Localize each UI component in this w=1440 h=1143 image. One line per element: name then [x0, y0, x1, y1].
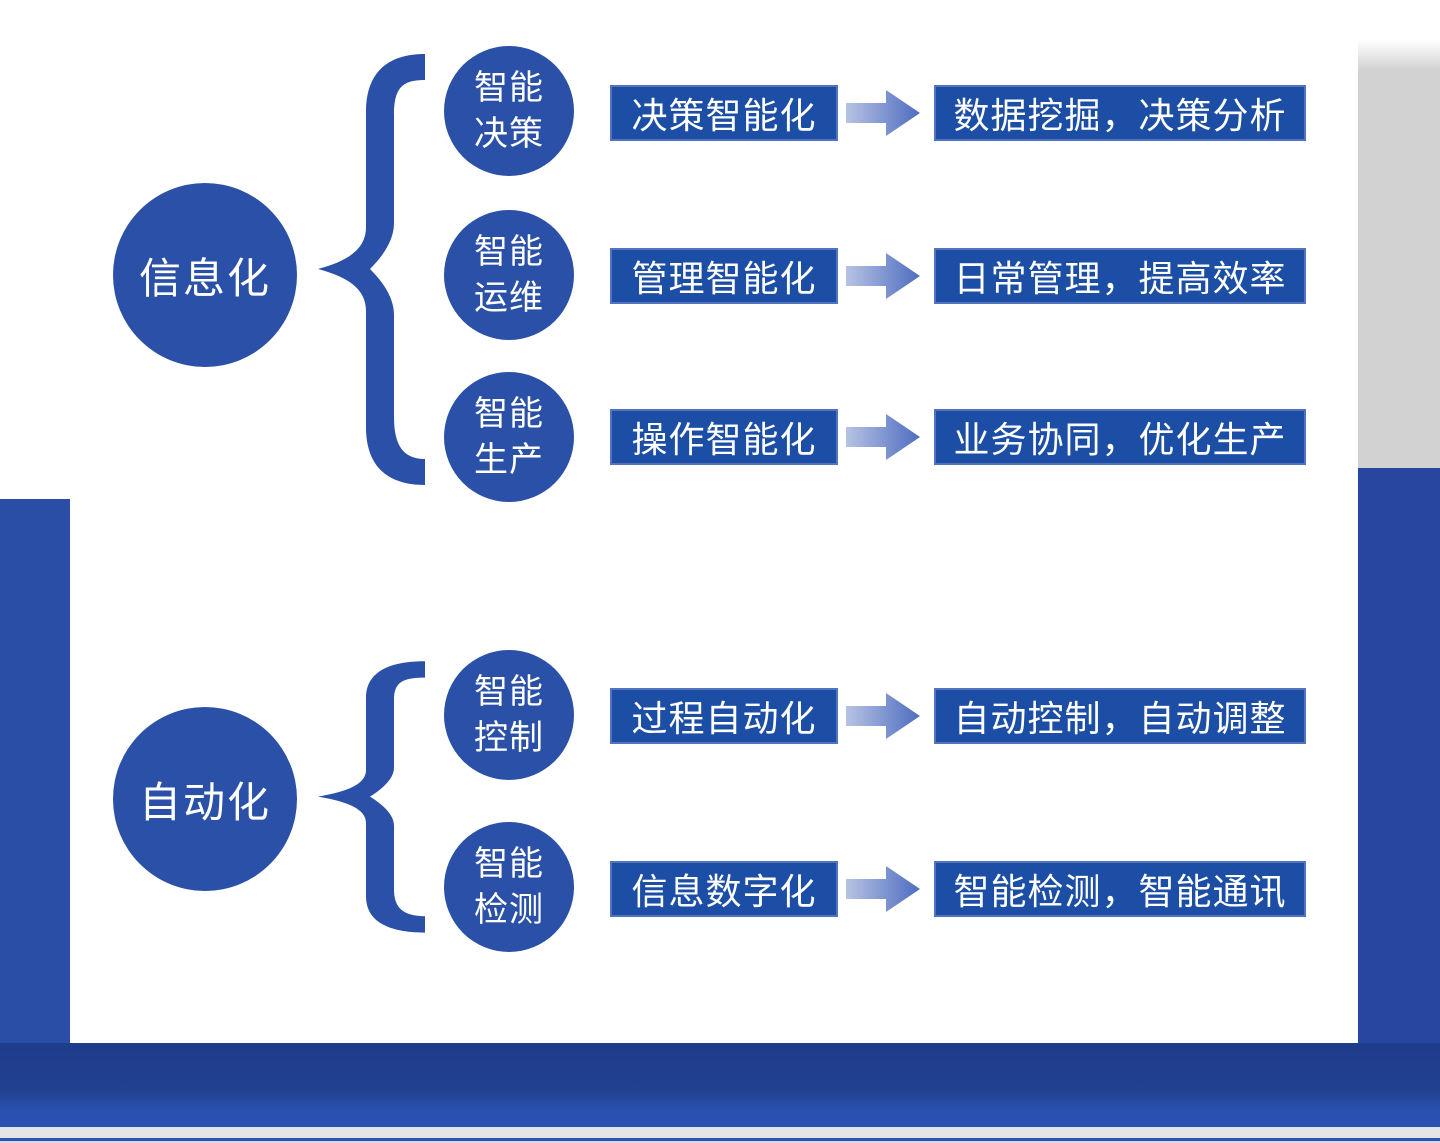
root-node-informatization: 信息化: [113, 183, 297, 367]
node-smart-detection: 智能 检测: [444, 822, 574, 952]
root-node-label: 自动化: [138, 778, 271, 826]
node-smart-control: 智能 控制: [444, 650, 574, 780]
node-smart-operations: 智能 运维: [444, 210, 574, 340]
bottom-blue-line: [0, 1138, 1440, 1141]
node-label-line: 智能: [474, 69, 544, 107]
node-label-line: 检测: [474, 891, 544, 929]
node-label-line: 控制: [474, 719, 544, 757]
label-box-operation: 操作智能化: [610, 409, 838, 465]
result-box-process: 自动控制，自动调整: [934, 688, 1306, 744]
label-box-decision: 决策智能化: [610, 85, 838, 141]
root-node-label: 信息化: [138, 254, 271, 302]
bottom-edge-strip: [0, 1141, 1440, 1143]
result-box-digitization: 智能检测，智能通讯: [934, 861, 1306, 917]
arrow-right-icon: [846, 253, 920, 299]
label-box-management: 管理智能化: [610, 248, 838, 304]
right-gray-strip: [1358, 40, 1440, 468]
left-blue-strip: [0, 499, 70, 1045]
node-label-line: 智能: [474, 233, 544, 271]
node-label-line: 运维: [474, 279, 544, 317]
bottom-gray-strip: [0, 1127, 1440, 1138]
result-box-operation: 业务协同，优化生产: [934, 409, 1306, 465]
label-box-process: 过程自动化: [610, 688, 838, 744]
label-box-digitization: 信息数字化: [610, 861, 838, 917]
node-label-line: 生产: [474, 441, 544, 479]
arrow-right-icon: [846, 693, 920, 739]
node-smart-decision: 智能 决策: [444, 46, 574, 176]
brace-icon: [318, 54, 425, 485]
arrow-right-icon: [846, 90, 920, 136]
root-node-automation: 自动化: [113, 707, 297, 891]
arrow-right-icon: [846, 414, 920, 460]
right-blue-strip: [1358, 468, 1440, 1043]
node-label-line: 智能: [474, 395, 544, 433]
node-label-line: 决策: [474, 115, 544, 153]
arrow-right-icon: [846, 866, 920, 912]
node-label-line: 智能: [474, 845, 544, 883]
result-box-management: 日常管理，提高效率: [934, 248, 1306, 304]
brace-icon: [318, 661, 425, 933]
result-box-decision: 数据挖掘，决策分析: [934, 85, 1306, 141]
bottom-blue-band: [0, 1043, 1440, 1127]
node-label-line: 智能: [474, 673, 544, 711]
node-smart-production: 智能 生产: [444, 372, 574, 502]
